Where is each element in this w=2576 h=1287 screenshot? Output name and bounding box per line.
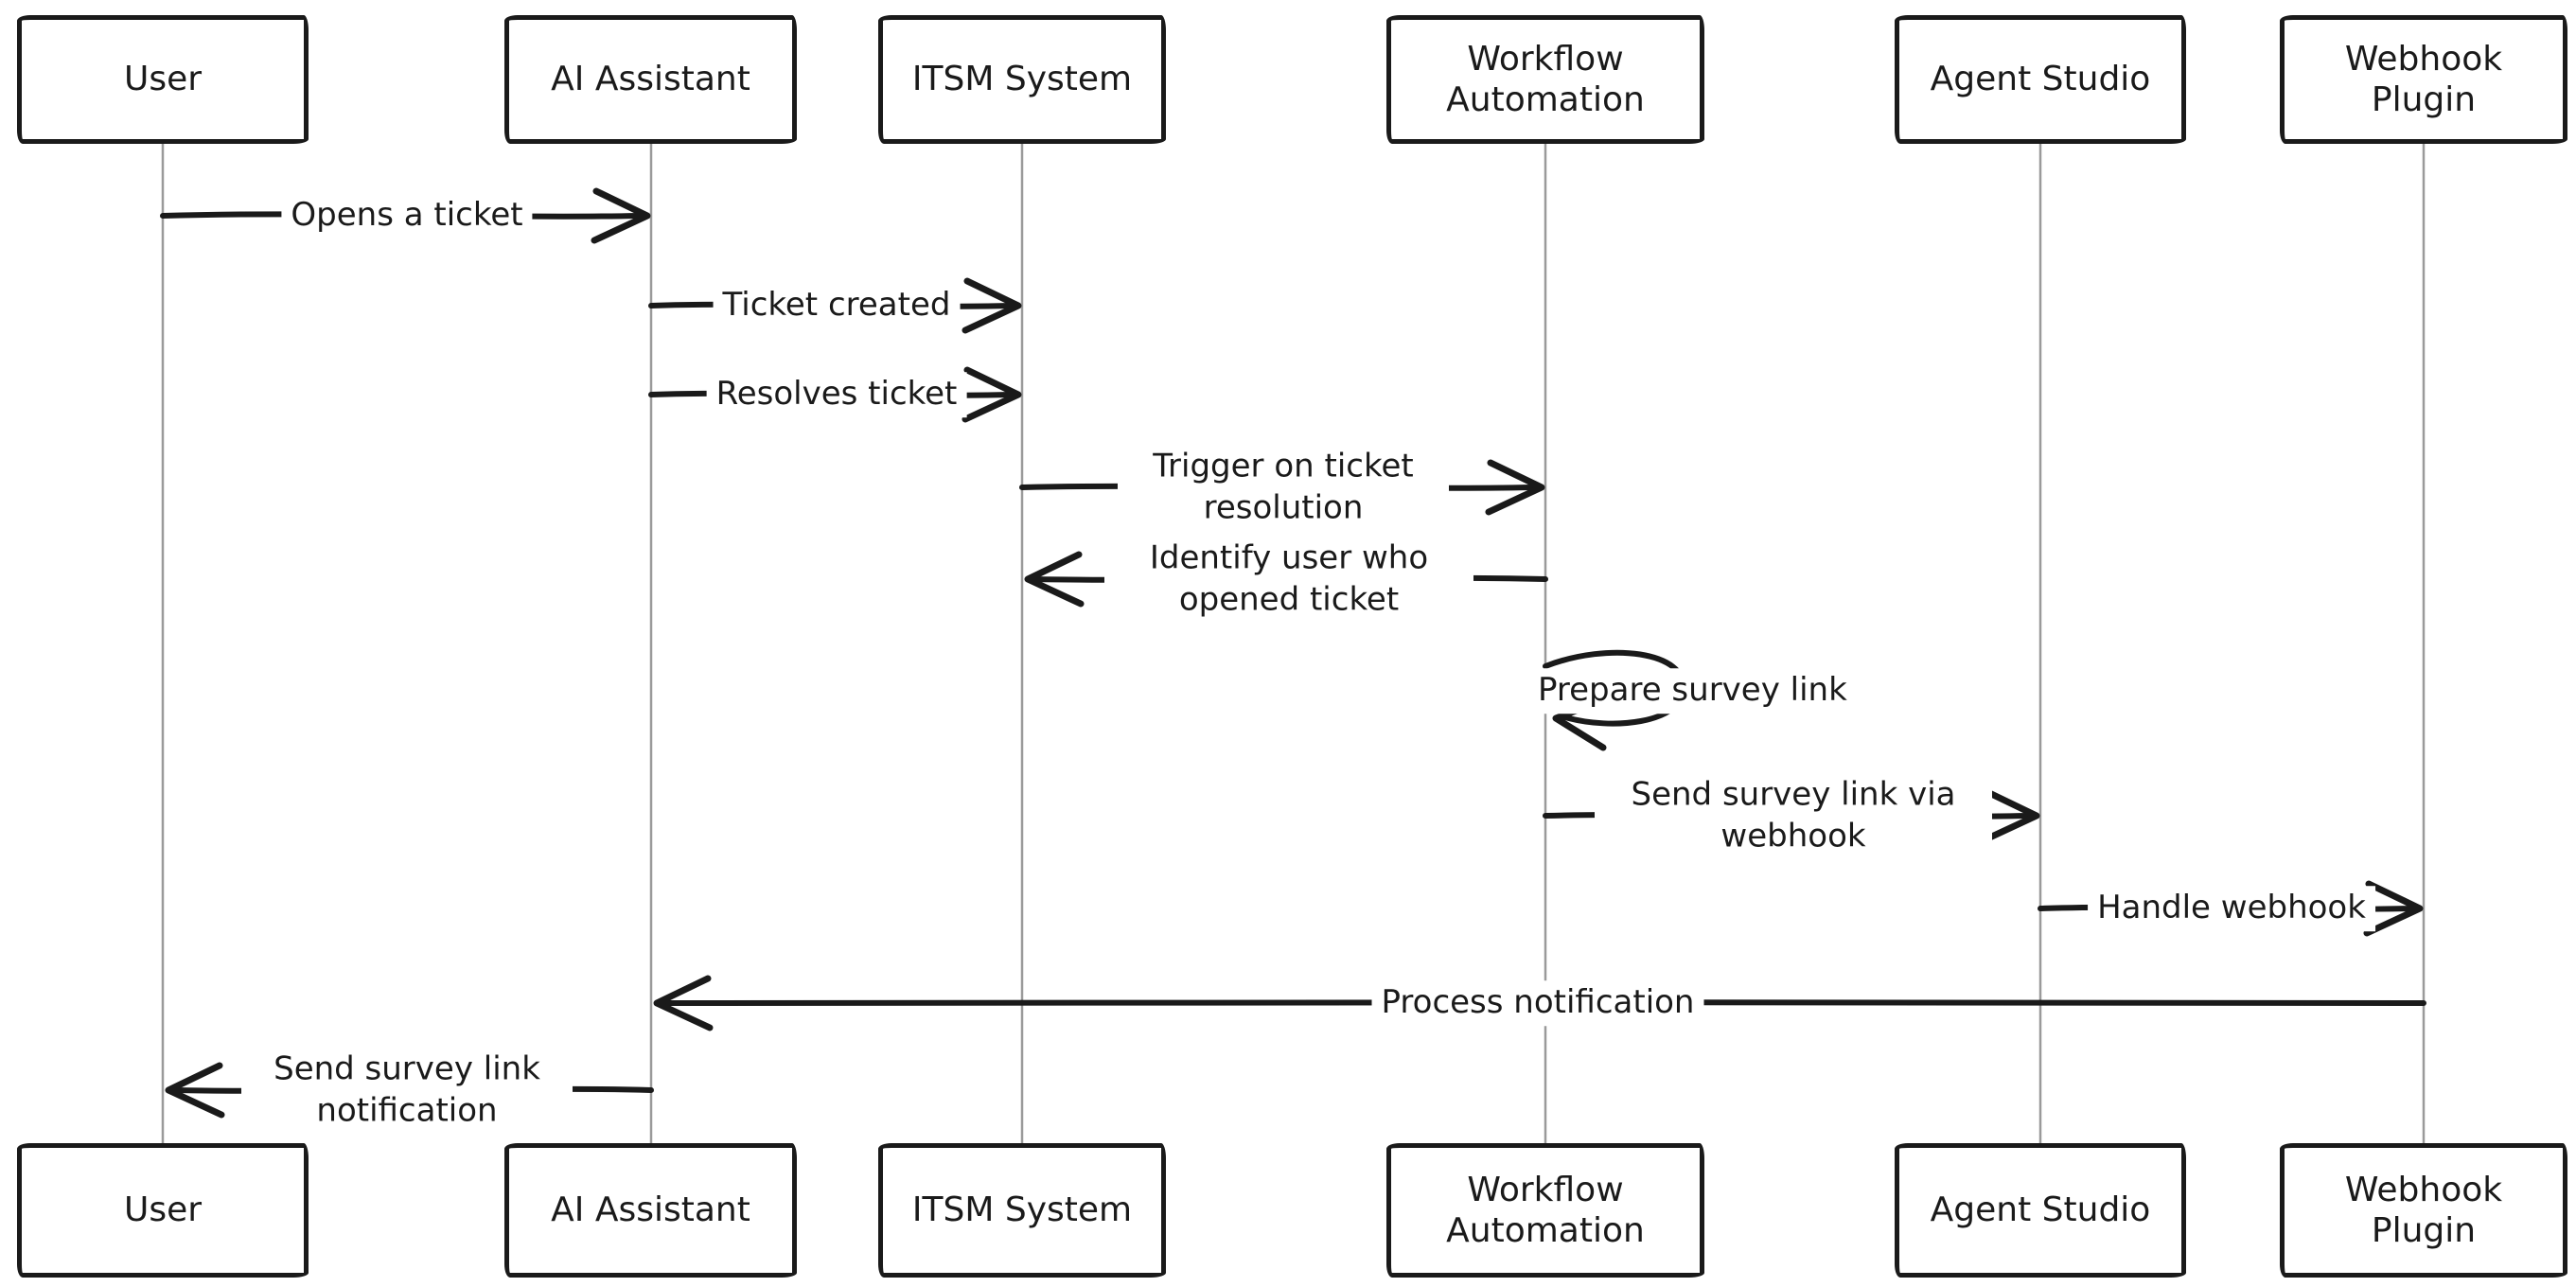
actor-label: Agent Studio [1930,60,2151,99]
message-label-prepare-survey-link: Prepare survey link [1528,668,1857,714]
arrowhead-right-icon [962,277,1022,334]
actor-top-itsm-system: ITSM System [878,15,1166,144]
lifelines [161,144,2426,1143]
arrowhead-right-icon [591,187,651,244]
actor-label: ITSM System [911,1190,1133,1230]
actor-label: Webhook Plugin [2344,39,2503,119]
actor-label: AI Assistant [551,60,750,99]
actor-bottom-webhook-plugin: Webhook Plugin [2280,1143,2567,1278]
actor-bottom-agent-studio: Agent Studio [1895,1143,2186,1278]
arrowhead-left-icon [1024,551,1085,608]
actor-label: User [123,1190,203,1230]
arrowhead-right-icon [1980,787,2040,844]
actor-bottom-workflow-automation: Workflow Automation [1386,1143,1704,1278]
actor-label: Workflow Automation [1446,1170,1645,1250]
message-label-trigger-on-ticket-resolution: Trigger on ticket resolution [1118,444,1449,531]
arrowhead-right-icon [1485,459,1545,516]
message-label-process-notification: Process notification [1371,980,1704,1026]
actor-top-agent-studio: Agent Studio [1895,15,2186,144]
message-label-send-survey-link-via-webhook: Send survey link via webhook [1595,772,1992,859]
message-label-ticket-created: Ticket created [713,283,961,328]
message-label-opens-a-ticket: Opens a ticket [281,193,533,238]
message-label-send-survey-link-notification: Send survey link notification [241,1047,573,1134]
arrowhead-right-icon [2363,880,2424,937]
actor-label: Agent Studio [1930,1190,2151,1230]
actor-label: Workflow Automation [1446,39,1645,119]
actor-top-ai-assistant: AI Assistant [504,15,797,144]
actor-label: AI Assistant [551,1190,750,1230]
actor-bottom-itsm-system: ITSM System [878,1143,1166,1278]
actor-top-workflow-automation: Workflow Automation [1386,15,1704,144]
actor-label: User [123,60,203,99]
actor-top-user: User [17,15,309,144]
actor-bottom-user: User [17,1143,309,1278]
actor-bottom-ai-assistant: AI Assistant [504,1143,797,1278]
actor-top-webhook-plugin: Webhook Plugin [2280,15,2567,144]
message-label-resolves-ticket: Resolves ticket [706,372,967,417]
message-label-handle-webhook: Handle webhook [2088,886,2375,931]
arrowhead-right-icon [962,366,1022,423]
actor-label: ITSM System [911,60,1133,99]
arrowhead-left-icon [165,1062,225,1119]
arrowhead-left-icon [653,975,714,1031]
message-label-identify-user-who-opened-ticket: Identify user who opened ticket [1104,536,1473,623]
actor-label: Webhook Plugin [2344,1170,2503,1250]
